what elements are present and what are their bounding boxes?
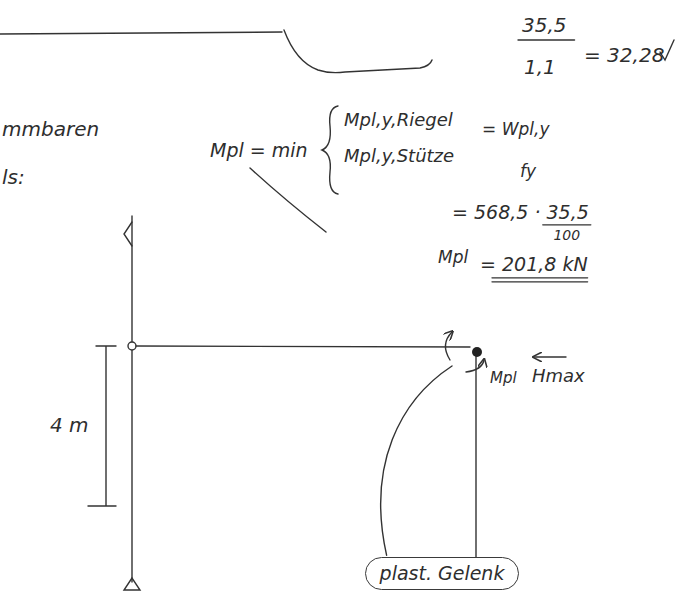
moment-arrow xyxy=(466,360,484,372)
note-text: Mpl xyxy=(438,248,468,268)
hinge xyxy=(128,342,136,350)
note-text: 100 xyxy=(553,227,580,243)
callout-text: plast. Gelenk xyxy=(380,562,505,585)
dimension-line xyxy=(88,346,116,506)
underline xyxy=(492,277,588,278)
note-text: mmbaren xyxy=(2,118,99,141)
note-text: 1,1 xyxy=(524,56,556,79)
note-text: Mpl xyxy=(490,370,517,387)
note-text: fy xyxy=(520,162,536,182)
brace xyxy=(322,106,338,194)
note-text: Mpl = min xyxy=(210,140,308,162)
bracket xyxy=(284,30,432,73)
note-text: Hmax xyxy=(532,366,585,387)
support-pin xyxy=(124,578,140,590)
note-text: Mpl,y,Riegel xyxy=(344,110,453,131)
beam xyxy=(136,346,470,347)
fraction-bar xyxy=(543,224,591,225)
moment-arrow xyxy=(445,332,452,360)
sketch-line xyxy=(0,32,282,34)
support-top xyxy=(124,222,132,246)
note-text: 35,5 xyxy=(522,14,567,37)
fraction-bar xyxy=(518,39,575,40)
leader-line xyxy=(381,366,452,555)
note-text: = 32,28 xyxy=(584,44,664,67)
note-text: ls: xyxy=(2,166,25,189)
underline xyxy=(492,281,588,282)
note-text: 4 m xyxy=(50,414,89,437)
note-text: = 568,5 · 35,5 xyxy=(452,202,589,224)
column-right xyxy=(475,352,476,576)
force-arrow xyxy=(534,356,566,357)
plastic-hinge-dot xyxy=(472,347,482,357)
note-text: = Wpl,y xyxy=(482,120,549,140)
note-text: = 201,8 kN xyxy=(480,254,588,276)
leader-line xyxy=(250,168,326,232)
note-text: Mpl,y,Stütze xyxy=(344,146,454,167)
callout-box: plast. Gelenk xyxy=(365,557,520,590)
column-left xyxy=(131,216,132,582)
